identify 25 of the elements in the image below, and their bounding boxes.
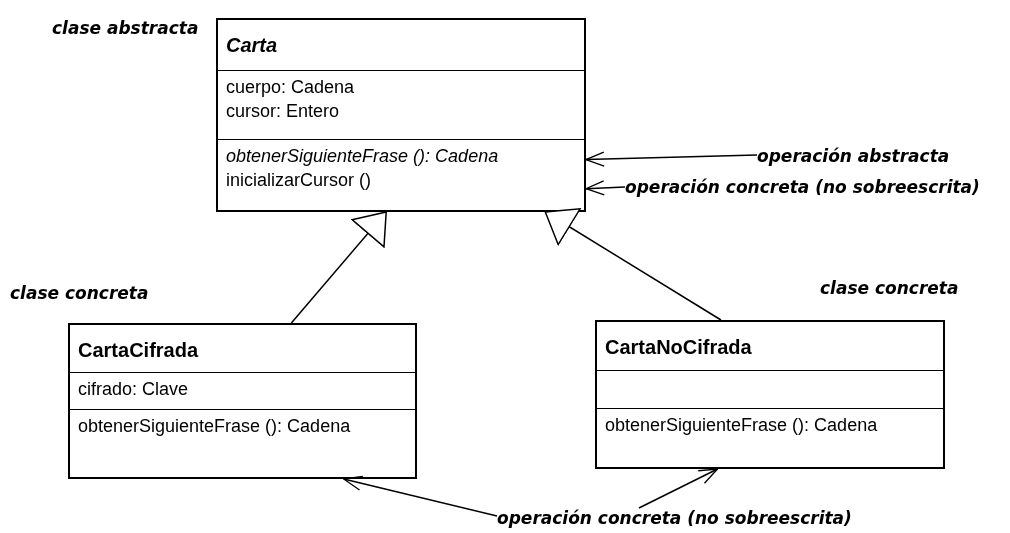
leader-arrow (638, 468, 719, 509)
operation-text: obtenerSiguienteFrase (): Cadena (78, 415, 352, 438)
generalization-arrow (290, 211, 387, 324)
class-kind-note: clase abstracta (52, 18, 199, 38)
operation-text: inicializarCursor () (226, 169, 373, 192)
operation-text: obtenerSiguienteFrase (): Cadena (605, 414, 879, 437)
class-name: CartaCifrada (78, 338, 200, 363)
attribute-text: cursor: Entero (226, 100, 341, 123)
annotation-text: operación concreta (no sobreescrita) (625, 177, 980, 197)
class-box (68, 323, 417, 479)
generalization-arrow (544, 208, 722, 321)
attribute-text: cuerpo: Cadena (226, 76, 356, 99)
annotation-text: operación concreta (no sobreescrita) (497, 508, 852, 528)
class-box (595, 320, 945, 469)
class-name: CartaNoCifrada (605, 335, 753, 360)
class-box (216, 18, 586, 212)
class-kind-note: clase concreta (10, 283, 149, 303)
leader-arrow (342, 475, 498, 517)
attribute-text: cifrado: Clave (78, 378, 190, 401)
operation-text: obtenerSiguienteFrase (): Cadena (226, 145, 500, 168)
annotation-text: operación abstracta (757, 146, 950, 166)
class-name: Carta (226, 33, 279, 58)
leader-arrow (585, 151, 758, 167)
class-kind-note: clase concreta (820, 278, 959, 298)
leader-arrow (585, 180, 626, 196)
